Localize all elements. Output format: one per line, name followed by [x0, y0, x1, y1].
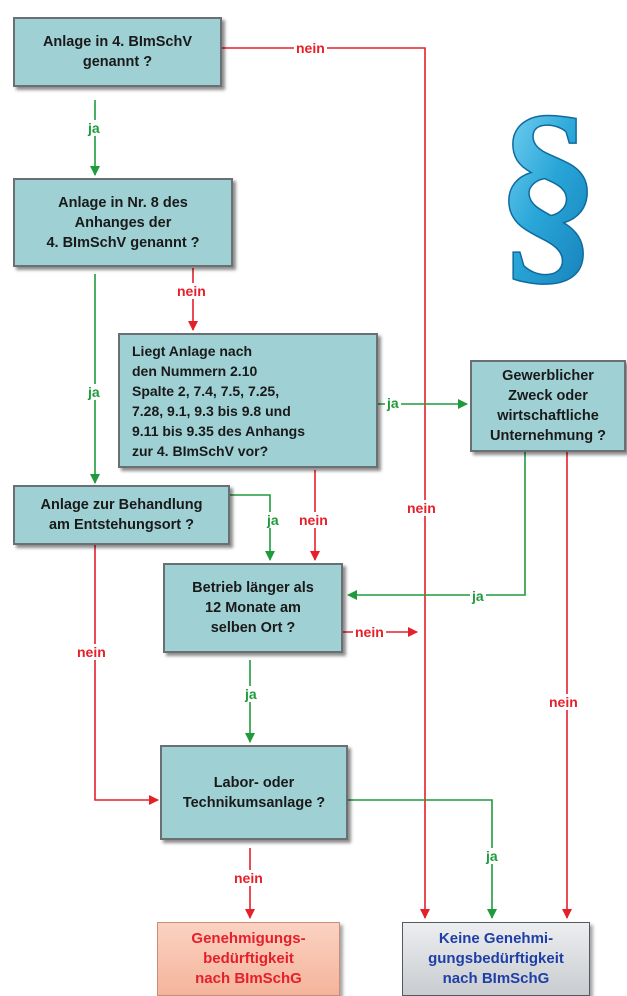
edge-q5-yes	[230, 494, 275, 561]
edge-q7-yes	[348, 799, 497, 919]
result-keine-genehmigung: Keine Genehmi- gungsbedürftigkeit nach B…	[402, 922, 590, 996]
question-box-entstehungsort: Anlage zur Behandlung am Entstehungsort …	[13, 485, 230, 545]
label-q2-no: nein	[175, 283, 208, 299]
edge-q4-yes	[347, 452, 526, 600]
question-box-labor-technikum: Labor- oder Technikumsanlage ?	[160, 745, 348, 840]
label-q5-yes: ja	[265, 512, 281, 528]
question-box-gewerblicher-zweck: Gewerblicher Zweck oder wirtschaftliche …	[470, 360, 626, 452]
edge-q1-no	[222, 47, 430, 919]
paragraph-icon: §	[496, 72, 601, 304]
question-box-nummern: Liegt Anlage nach den Nummern 2.10 Spalt…	[118, 333, 378, 468]
question-box-nr8-anhang: Anlage in Nr. 8 des Anhanges der 4. BImS…	[13, 178, 233, 267]
label-q2-yes: ja	[86, 384, 102, 400]
edge-q5-no	[94, 545, 159, 805]
question-box-4-bimschv: Anlage in 4. BImSchV genannt ?	[13, 17, 222, 87]
label-q6-yes: ja	[243, 686, 259, 702]
label-q6-no: nein	[353, 624, 386, 640]
result-genehmigungsbeduerftig: Genehmigungs- bedürftigkeit nach BImSchG	[157, 922, 340, 996]
label-q3-yes: ja	[385, 395, 401, 411]
label-q3-no: nein	[297, 512, 330, 528]
label-q1-no-vertical: nein	[405, 500, 438, 516]
label-q7-no: nein	[232, 870, 265, 886]
label-q5-no: nein	[75, 644, 108, 660]
label-q1-yes: ja	[86, 120, 102, 136]
label-q4-yes: ja	[470, 588, 486, 604]
label-q7-yes: ja	[484, 848, 500, 864]
label-q4-no: nein	[547, 694, 580, 710]
question-box-betrieb-12-monate: Betrieb länger als 12 Monate am selben O…	[163, 563, 343, 653]
label-q1-no: nein	[294, 40, 327, 56]
